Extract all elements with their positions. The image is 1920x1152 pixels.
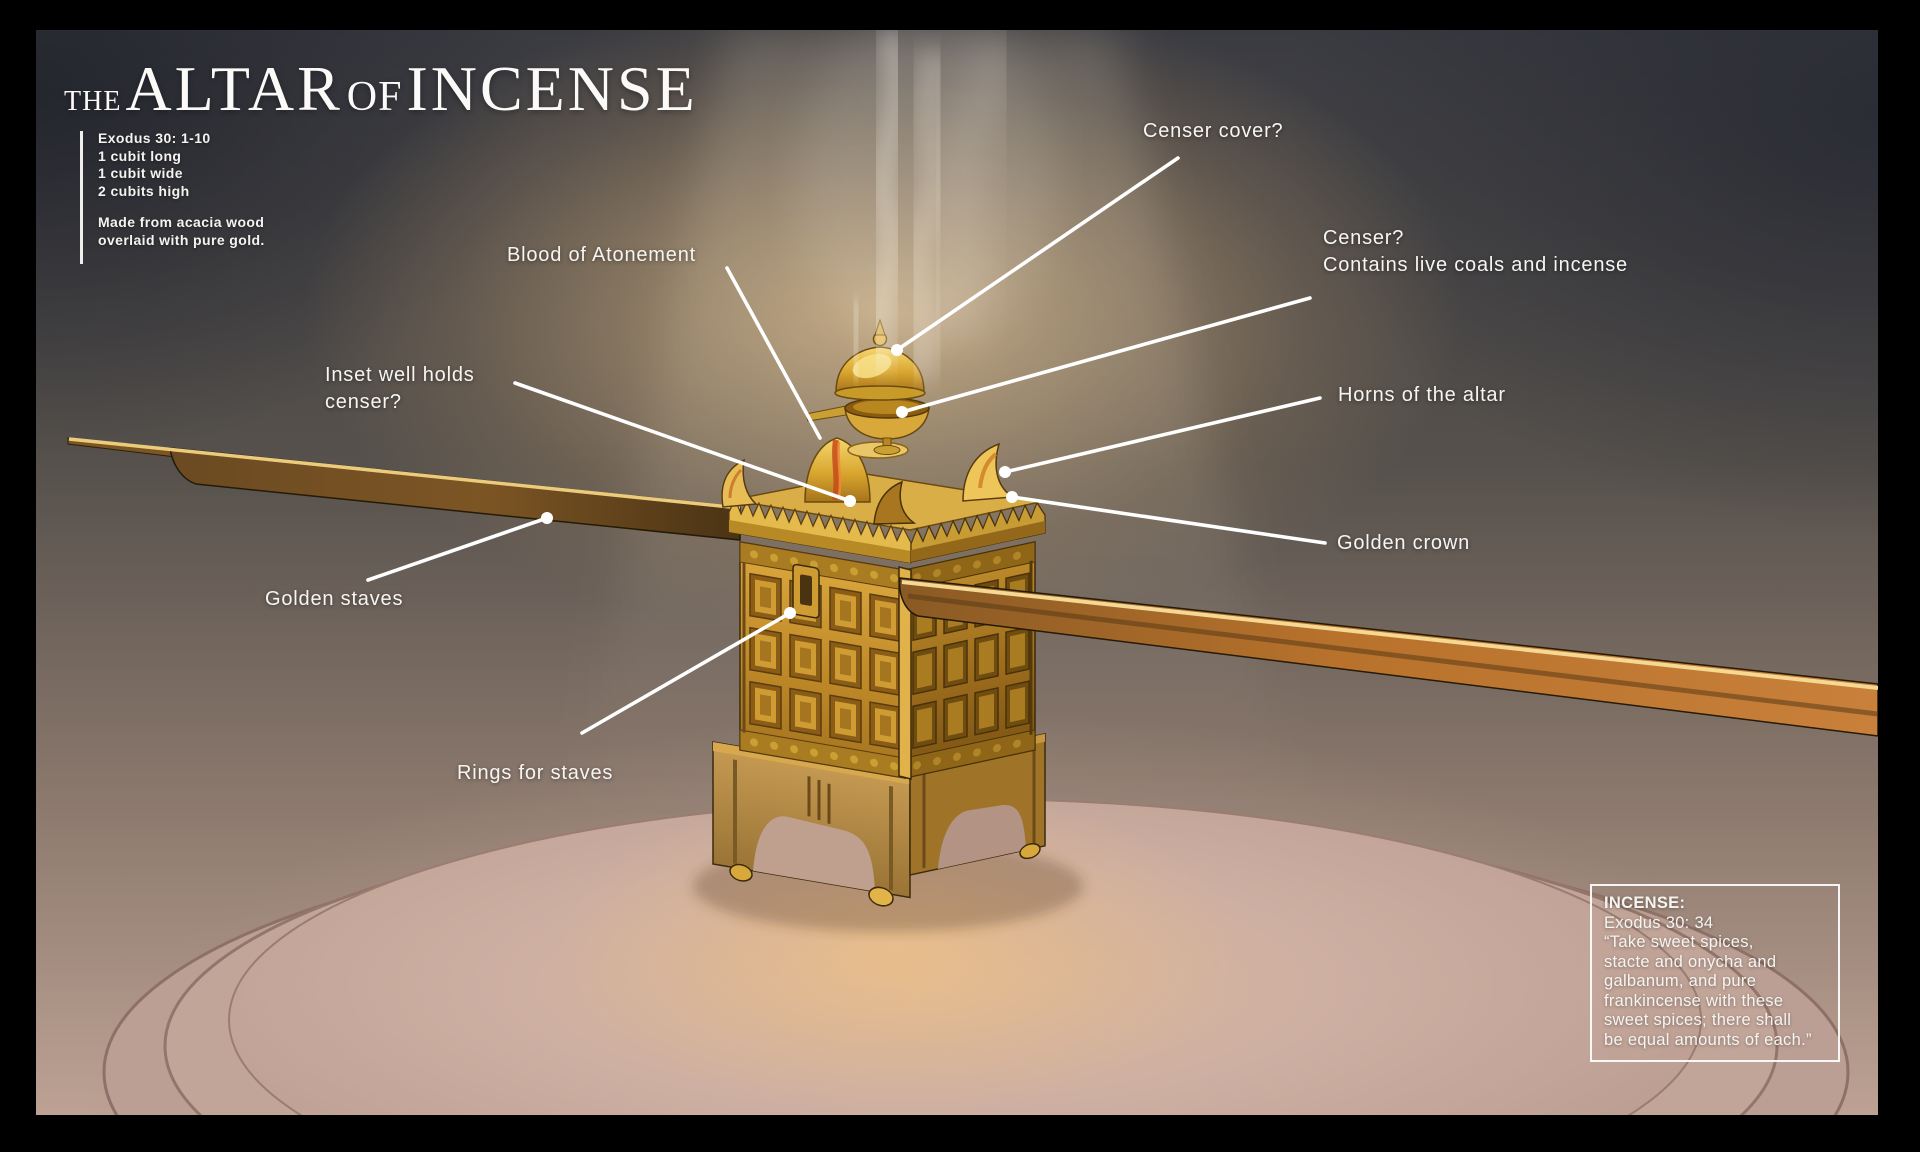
blood-streak [832, 439, 840, 501]
title-of: of [346, 74, 403, 120]
specs-reference: Exodus 30: 1-10 [98, 130, 211, 146]
label-rings-for-staves: Rings for staves [457, 762, 614, 784]
incense-box-heading: INCENSE: [1604, 894, 1686, 912]
golden-crown-front [728, 497, 912, 564]
label-horns: Horns of the altar [1338, 384, 1506, 406]
label-censer: Censer? Contains live coals and incense [1323, 225, 1628, 279]
horns-of-altar [721, 442, 1016, 525]
incense-box-reference: Exodus 30: 34 [1604, 913, 1714, 932]
leader-inset-well [513, 381, 852, 503]
incense-quote-line: galbanum, and pure [1604, 972, 1757, 990]
leader-rings [580, 611, 792, 735]
label-inset-well-line1: Inset well holds [325, 364, 475, 386]
label-inset-well-line2: censer? [325, 391, 402, 413]
incense-smoke [796, 30, 1056, 384]
specs-dim-high: 2 cubits high [98, 182, 190, 199]
leader-horns [1003, 396, 1322, 474]
label-blood-of-atonement: Blood of Atonement [507, 244, 696, 266]
specs-material-2: overlaid with pure gold. [98, 231, 265, 248]
altar-body-front [739, 541, 906, 779]
leader-golden-crown [1010, 495, 1327, 545]
specs-block: Exodus 30: 1-10 1 cubit long 1 cubit wid… [98, 130, 265, 249]
title-incense: Incense [406, 53, 698, 124]
specs-dim-long: 1 cubit long [98, 147, 182, 164]
scene: The Altar of Incense Exodus 30: 1-10 1 c… [36, 30, 1878, 1115]
leader-censer-cover [895, 156, 1180, 352]
altar-panels-front [749, 572, 902, 751]
label-inset-well: Inset well holds censer? [325, 362, 475, 416]
specs-divider-bar [80, 131, 83, 264]
altar-corner-pillar [898, 566, 912, 780]
title-altar: Altar [125, 53, 343, 124]
stave-right [898, 577, 1878, 737]
incense-quote-box: INCENSE: Exodus 30: 34 “Take sweet spice… [1590, 884, 1840, 1062]
ring-for-staves [792, 563, 820, 619]
label-censer-line1: Censer? [1323, 227, 1405, 249]
label-golden-staves: Golden staves [265, 588, 404, 610]
specs-dim-wide: 1 cubit wide [98, 165, 183, 181]
specs-material-1: Made from acacia wood [98, 214, 265, 230]
incense-quote-line: sweet spices; there shall [1604, 1011, 1792, 1029]
platform-dais [102, 783, 1850, 1115]
incense-quote-line: stacte and onycha and [1604, 952, 1777, 971]
leader-lines [366, 156, 1327, 735]
leader-censer [900, 296, 1312, 414]
altar-body-side [904, 540, 1036, 779]
label-censer-line2: Contains live coals and incense [1323, 254, 1628, 276]
altar-illustration [67, 30, 1878, 1115]
incense-quote-line: be equal amounts of each.” [1604, 1030, 1812, 1049]
page-title: The Altar of Incense [64, 52, 698, 126]
label-censer-cover: Censer cover? [1143, 120, 1284, 142]
leader-golden-staves [366, 516, 549, 582]
stave-left [67, 437, 741, 541]
incense-quote-line: “Take sweet spices, [1604, 933, 1754, 951]
leader-dots [541, 344, 1018, 619]
title-the: The [64, 86, 122, 117]
leader-blood [725, 266, 822, 440]
label-golden-crown: Golden crown [1337, 532, 1470, 554]
golden-crown-side [910, 501, 1046, 563]
altar [712, 442, 1046, 907]
incense-quote-line: frankincense with these [1604, 991, 1784, 1010]
